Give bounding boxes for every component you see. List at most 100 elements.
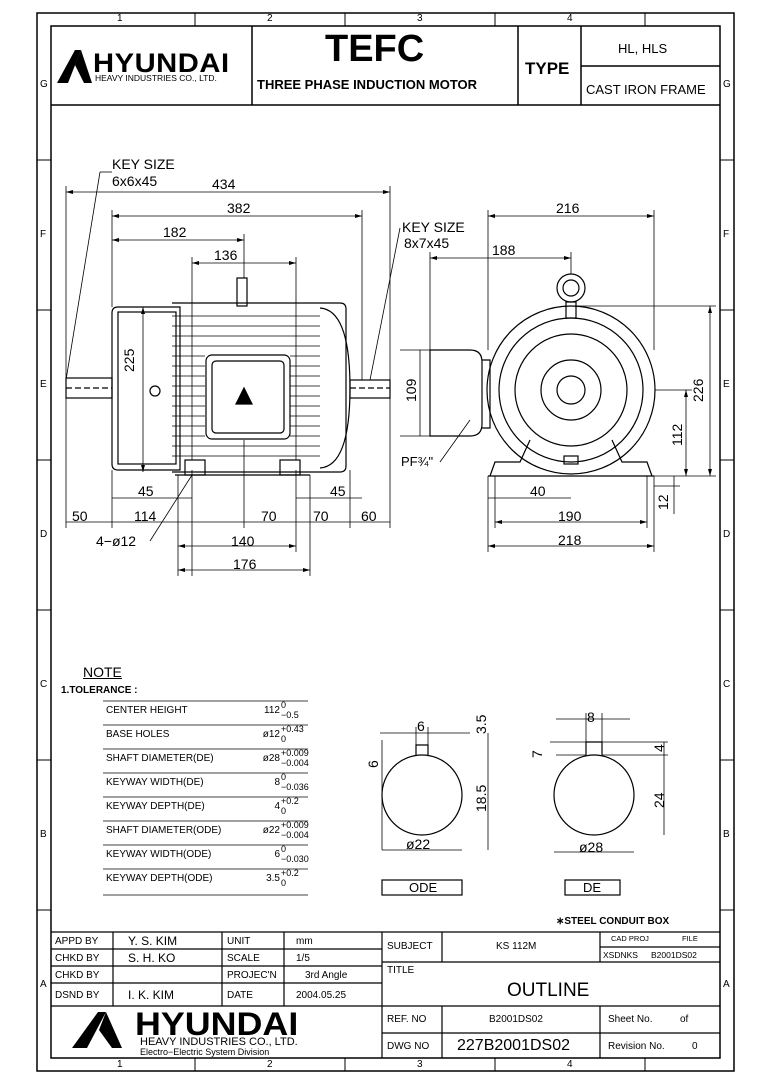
conduit-note: ∗STEEL CONDUIT BOX	[556, 916, 670, 927]
tolerance-value: ø12	[262, 729, 280, 740]
tolerance-upper: +0.009	[281, 820, 309, 830]
zone-left-e: E	[40, 379, 47, 390]
header-frame: CAST IRON FRAME	[586, 82, 706, 97]
appd-by-label: APPD BY	[55, 936, 99, 947]
tolerance-label: CENTER HEIGHT	[106, 705, 188, 716]
dsnd-by-name: I. K. KIM	[128, 988, 175, 1002]
header-type-label: TYPE	[525, 59, 570, 78]
scale-value: 1/5	[296, 953, 310, 964]
tolerance-lower: −0.004	[281, 830, 309, 840]
zone-bottom-4: 4	[567, 1059, 573, 1070]
zone-right-f: F	[723, 229, 730, 240]
tolerance-upper: 0	[281, 700, 287, 710]
tolerance-value: 4	[274, 801, 280, 812]
header-type-value: HL, HLS	[618, 41, 668, 56]
title-value: OUTLINE	[507, 980, 590, 1001]
sheet-of: of	[680, 1014, 689, 1025]
header-product-sub: THREE PHASE INDUCTION MOTOR	[257, 77, 478, 92]
zone-right-e: E	[723, 379, 730, 390]
notes-table-lines	[103, 700, 308, 896]
ode-diameter: ø22	[406, 836, 431, 852]
tolerance-value: 3.5	[266, 873, 280, 884]
subject-label: SUBJECT	[387, 941, 433, 952]
projection-label: PROJEC'N	[227, 970, 277, 981]
tolerance-lower: 0	[281, 806, 287, 816]
dim-382: 382	[227, 200, 251, 216]
subject-value: KS 112M	[496, 941, 537, 952]
key-size-right: 8x7x45	[404, 235, 450, 251]
dim-182: 182	[163, 224, 187, 240]
dim-50: 50	[72, 508, 88, 524]
tolerance-label: KEYWAY WIDTH(DE)	[106, 777, 204, 788]
sheet-label: Sheet No.	[608, 1014, 653, 1025]
chkd-by-name-1: S. H. KO	[128, 951, 176, 965]
tolerance-lower: −0.5	[281, 710, 299, 720]
tolerance-upper: 0	[281, 844, 287, 854]
cad-path-a: XSDNKS	[603, 950, 638, 960]
header-grid	[51, 26, 720, 106]
tolerance-upper: +0.43	[281, 724, 304, 734]
dim-114: 114	[134, 508, 157, 524]
dim-218: 218	[558, 532, 582, 548]
dim-40: 40	[530, 483, 546, 499]
key-size-left: 6x6x45	[112, 173, 158, 189]
pf-label: PF¾"	[401, 454, 434, 469]
tolerance-value: ø28	[262, 753, 280, 764]
title-hyundai-logo-icon	[72, 1012, 122, 1048]
revision-label: Revision No.	[608, 1041, 665, 1052]
zone-left-f: F	[40, 229, 47, 240]
notes-title: NOTE	[83, 664, 122, 680]
dim-140: 140	[231, 533, 255, 549]
dim-188: 188	[492, 242, 516, 258]
tolerance-label: SHAFT DIAMETER(DE)	[106, 753, 214, 764]
tolerance-label: KEYWAY WIDTH(ODE)	[106, 849, 212, 860]
dim-190: 190	[558, 508, 582, 524]
key-size-left-label: KEY SIZE	[112, 156, 175, 172]
dim-434: 434	[212, 176, 236, 192]
dim-136: 136	[214, 247, 238, 263]
chkd-by-label-1: CHKD BY	[55, 953, 100, 964]
tolerance-value: 8	[274, 777, 280, 788]
unit-label: UNIT	[227, 936, 251, 947]
zone-right-b: B	[723, 829, 730, 840]
key-size-right-label: KEY SIZE	[402, 219, 465, 235]
zone-left-a: A	[40, 979, 47, 990]
dwg-value: 227B2001DS02	[457, 1037, 570, 1054]
zone-bottom-2: 2	[267, 1059, 273, 1070]
shaft-sections	[380, 713, 668, 896]
title-label: TITLE	[387, 965, 415, 976]
dim-60: 60	[361, 508, 377, 524]
dim-45-right: 45	[330, 483, 346, 499]
tolerance-upper: +0.2	[281, 868, 299, 878]
dim-216: 216	[556, 200, 580, 216]
dim-70a: 70	[261, 508, 277, 524]
zone-left-g: G	[40, 79, 48, 90]
hyundai-logo-icon	[57, 50, 92, 83]
zone-bottom-3: 3	[417, 1059, 423, 1070]
header-company-sub: HEAVY INDUSTRIES CO., LTD.	[95, 73, 217, 83]
ode-label: ODE	[409, 880, 438, 895]
ref-value: B2001DS02	[489, 1014, 543, 1025]
tolerance-lower: 0	[281, 734, 287, 744]
dim-70b: 70	[313, 508, 329, 524]
zone-left-b: B	[40, 829, 47, 840]
date-label: DATE	[227, 990, 253, 1001]
dsnd-by-label: DSND BY	[55, 990, 100, 1001]
file-label: FILE	[682, 934, 698, 943]
notes-tolerance: 1.TOLERANCE :	[61, 685, 138, 696]
revision-value: 0	[692, 1041, 698, 1052]
de-label: DE	[583, 880, 602, 895]
tolerance-upper: +0.2	[281, 796, 299, 806]
title-company: HYUNDAI	[135, 1006, 299, 1042]
projection-value: 3rd Angle	[305, 970, 348, 981]
tolerance-lower: 0	[281, 878, 287, 888]
tolerance-value: 112	[264, 705, 280, 716]
tolerance-value: 6	[274, 849, 280, 860]
appd-by-name: Y. S. KIM	[128, 934, 178, 948]
chkd-by-label-2: CHKD BY	[55, 970, 100, 981]
unit-value: mm	[296, 936, 313, 947]
zone-top-3: 3	[417, 13, 423, 24]
tolerance-value: ø22	[262, 825, 280, 836]
side-view-drawing	[65, 171, 401, 576]
zone-top-4: 4	[567, 13, 573, 24]
